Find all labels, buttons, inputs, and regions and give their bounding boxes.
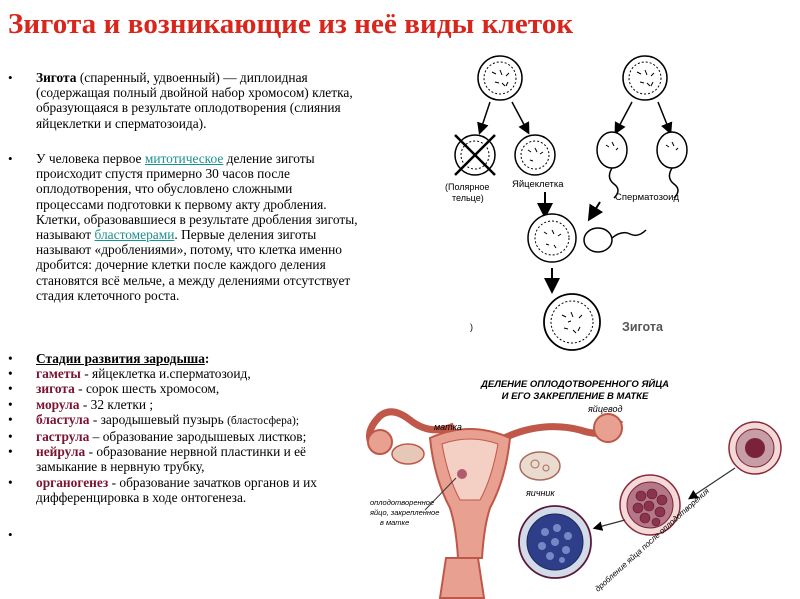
label-zygote: Зигота bbox=[622, 320, 664, 334]
zygote-cell bbox=[543, 293, 601, 351]
diagram-heading-2: И ЕГО ЗАКРЕПЛЕНИЕ В МАТКЕ bbox=[502, 391, 649, 402]
stages-heading: Стадии развития зародыша bbox=[36, 351, 205, 366]
stage-item: • гаметы - яйцеклетка и.сперматозоид, bbox=[0, 366, 362, 381]
implantation-diagram: ДЕЛЕНИЕ ОПЛОДОТВОРЕННОГО ЯЙЦА И ЕГО ЗАКР… bbox=[366, 378, 782, 599]
stage-term: нейрула bbox=[36, 444, 86, 460]
stage-term: гаметы bbox=[36, 366, 81, 382]
label-fertilized-3: в матке bbox=[380, 518, 409, 527]
stage-item: • нейрула - образование нервной пластинки… bbox=[0, 444, 362, 474]
label-ovary: яичник bbox=[525, 488, 555, 498]
stage-description: - образование зачатков органов и их дифф… bbox=[36, 474, 317, 505]
stage-description: - 32 клетки ; bbox=[79, 396, 154, 412]
stage-term: органогенез bbox=[36, 474, 109, 490]
stages-list: • Стадии развития зародыша: • гаметы - яй… bbox=[0, 351, 362, 505]
oocyte-precursor-cell bbox=[477, 55, 523, 101]
bullet-dot: • bbox=[8, 474, 13, 490]
sperm-cell-right bbox=[656, 131, 688, 199]
stage-description: - яйцеклетка и.сперматозоид, bbox=[80, 366, 251, 382]
bullet-dot: • bbox=[8, 396, 13, 412]
stage-term: гаструла bbox=[36, 429, 90, 445]
link-blastomeres[interactable]: бластомерами bbox=[94, 227, 175, 243]
polar-body-cell bbox=[454, 134, 496, 176]
stage-note: (бластосфера); bbox=[227, 414, 300, 427]
label-egg: Яйцеклетка bbox=[512, 179, 564, 190]
stage-item: • органогенез - образование зачатков орга… bbox=[0, 475, 362, 505]
stage-description: - образование нервной пластинки и её зам… bbox=[36, 444, 306, 475]
morula-cell bbox=[619, 474, 681, 536]
bullet-dot: • bbox=[8, 444, 13, 460]
stage-item: • бластула - зародышевый пузырь (бластосф… bbox=[0, 412, 362, 429]
page-title: Зигота и возникающие из неё виды клеток bbox=[8, 8, 574, 40]
bullet-dot: • bbox=[8, 151, 13, 166]
bullet-first-division: • У человека первое митотическое деление… bbox=[0, 151, 362, 303]
side-mark: ) bbox=[470, 322, 473, 332]
label-fertilized-1: оплодотворенное bbox=[370, 498, 434, 507]
stage-term: бластула bbox=[36, 411, 90, 427]
first-division-text-3: . Первые деления зиготы называют «дробле… bbox=[36, 227, 351, 303]
bullet-dot: • bbox=[8, 351, 13, 366]
bullet-dot: • bbox=[8, 429, 13, 445]
bullet-dot: • bbox=[8, 70, 13, 85]
fertilization-diagram: (Полярное тельце) Яйцеклетка Сперматозои… bbox=[445, 55, 688, 351]
stage-item: • зигота - сорок шесть хромосом, bbox=[0, 381, 362, 396]
blastula-cell bbox=[518, 505, 592, 579]
stage-item: • гаструла – образование зародышевых лист… bbox=[0, 429, 362, 444]
bullet-zygote-definition: • Зигота (спаренный, удвоенный) — диплои… bbox=[0, 70, 362, 131]
label-oviduct: яйцевод bbox=[587, 404, 622, 414]
term-zygote: Зигота bbox=[36, 70, 77, 85]
bullet-dot: • bbox=[8, 527, 13, 542]
stages-heading-line: • Стадии развития зародыша: bbox=[0, 351, 362, 366]
stage-description: – образование зародышевых листков; bbox=[89, 429, 307, 445]
fertilization-cell bbox=[527, 213, 647, 263]
stage-description: - зародышевый пузырь bbox=[89, 411, 228, 427]
early-embryo-cell bbox=[728, 421, 782, 475]
spermatocyte-cell bbox=[622, 55, 668, 101]
uterus-illustration bbox=[366, 408, 624, 599]
label-polar-body-2: тельце) bbox=[452, 193, 484, 203]
bullet-dot: • bbox=[8, 411, 13, 427]
stage-term: зигота bbox=[36, 381, 75, 397]
zygote-definition-text: (спаренный, удвоенный) — диплоидная (сод… bbox=[36, 70, 353, 131]
label-sperm: Сперматозоид bbox=[615, 192, 679, 203]
first-division-text-1: У человека первое bbox=[36, 151, 145, 166]
label-fertilized-2: яйцо, закрепленное bbox=[369, 508, 439, 517]
diagram-heading-1: ДЕЛЕНИЕ ОПЛОДОТВОРЕННОГО ЯЙЦА bbox=[480, 378, 669, 390]
bullet-dot: • bbox=[8, 381, 13, 397]
sperm-cell-left bbox=[596, 131, 628, 199]
egg-cell bbox=[514, 134, 556, 176]
stage-term: морула bbox=[36, 396, 80, 412]
bullet-dot: • bbox=[8, 366, 13, 382]
label-uterus: матка bbox=[434, 422, 462, 432]
first-division-text-2: деление зиготы происходит спустя примерн… bbox=[36, 151, 358, 243]
label-polar-body-1: (Полярное bbox=[445, 182, 489, 192]
stages-heading-colon: : bbox=[204, 351, 210, 366]
stage-description: - сорок шесть хромосом, bbox=[74, 381, 220, 397]
stage-item: • морула - 32 клетки ; bbox=[0, 397, 362, 412]
link-mitotic[interactable]: митотическое bbox=[144, 151, 224, 166]
